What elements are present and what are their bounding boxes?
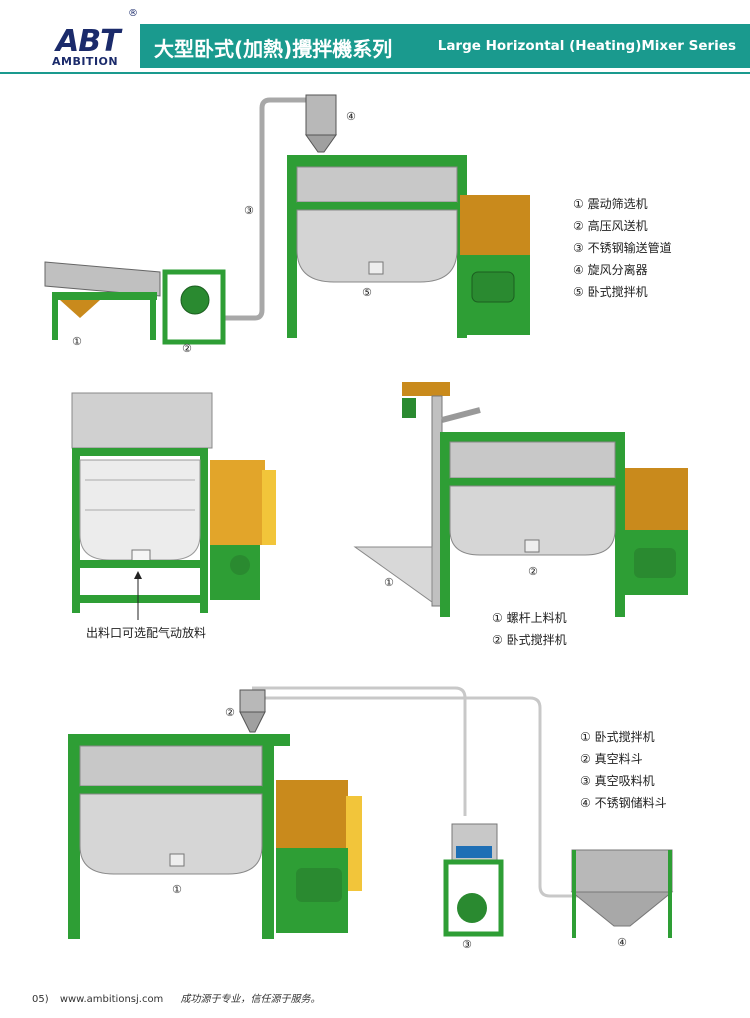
marker-2: ② (528, 565, 538, 578)
legend-diagram-1: ① 震动筛选机 ② 高压风送机 ③ 不锈钢输送管道 ④ 旋风分离器 ⑤ 卧式搅拌… (573, 193, 672, 303)
diagram-screw-feeder: ① ② (353, 382, 688, 617)
marker-4: ④ (617, 936, 627, 949)
header-rule (0, 72, 750, 74)
legend-item: ③ 不锈钢输送管道 (573, 241, 672, 255)
page-title-cn: 大型卧式(加熱)攪拌機系列 (154, 37, 393, 61)
marker-4: ④ (346, 110, 356, 123)
legend-diagram-3: ① 螺杆上料机 ② 卧式搅拌机 (492, 607, 567, 651)
discharge-caption: 出料口可选配气动放料 (86, 626, 207, 640)
legend-item: ④ 旋风分离器 (573, 263, 648, 277)
vibrating-sieve (44, 261, 161, 340)
brand-name: AMBITION (52, 55, 119, 68)
storage-hopper (570, 849, 674, 938)
marker-1: ① (384, 576, 394, 589)
page-number: 05) (32, 994, 49, 1005)
marker-2: ② (182, 342, 192, 355)
legend-item: ① 卧式搅拌机 (580, 730, 655, 744)
marker-3: ③ (462, 938, 472, 951)
vacuum-hopper (239, 689, 266, 733)
legend-item: ① 震动筛选机 (573, 197, 648, 211)
diagram-open-mixer (71, 392, 276, 620)
page-header: ABT AMBITION ® 大型卧式(加熱)攪拌機系列 Large Horiz… (0, 0, 750, 76)
registered-mark: ® (128, 8, 138, 19)
logo-area (0, 24, 138, 70)
vacuum-loader (443, 823, 504, 937)
legend-item: ③ 真空吸料机 (580, 774, 655, 788)
marker-5: ⑤ (362, 286, 372, 299)
stainless-pipe (225, 97, 318, 321)
marker-2: ② (225, 706, 235, 719)
diagram-vacuum-conveying: ① ② ③ ④ (68, 686, 674, 951)
marker-3: ③ (244, 204, 254, 217)
diagram-conveying-system: ① ② ③ ④ ⑤ (44, 94, 530, 355)
legend-item: ④ 不锈钢储料斗 (580, 796, 667, 810)
marker-1: ① (72, 335, 82, 348)
legend-item: ② 卧式搅拌机 (492, 633, 567, 647)
title-band: 大型卧式(加熱)攪拌機系列 Large Horizontal (Heating)… (140, 24, 750, 68)
legend-item: ② 高压风送机 (573, 219, 648, 233)
website-link[interactable]: www.ambitionsj.com (59, 994, 164, 1005)
page-title-en: Large Horizontal (Heating)Mixer Series (437, 38, 736, 54)
marker-1: ① (172, 883, 182, 896)
cyclone-separator (305, 94, 337, 153)
legend-item: ② 真空料斗 (580, 752, 643, 766)
brand-logo: ABT (56, 24, 121, 59)
high-pressure-blower (162, 269, 226, 345)
horizontal-mixer-1 (287, 155, 530, 338)
legend-item: ⑤ 卧式搅拌机 (573, 285, 648, 299)
page-footer: 05) www.ambitionsj.com 成功源于专业，信任源于服务。 (32, 990, 329, 1005)
company-slogan: 成功源于专业，信任源于服务。 (180, 994, 321, 1005)
legend-item: ① 螺杆上料机 (492, 611, 567, 625)
legend-diagram-4: ① 卧式搅拌机 ② 真空料斗 ③ 真空吸料机 ④ 不锈钢储料斗 (580, 726, 667, 814)
